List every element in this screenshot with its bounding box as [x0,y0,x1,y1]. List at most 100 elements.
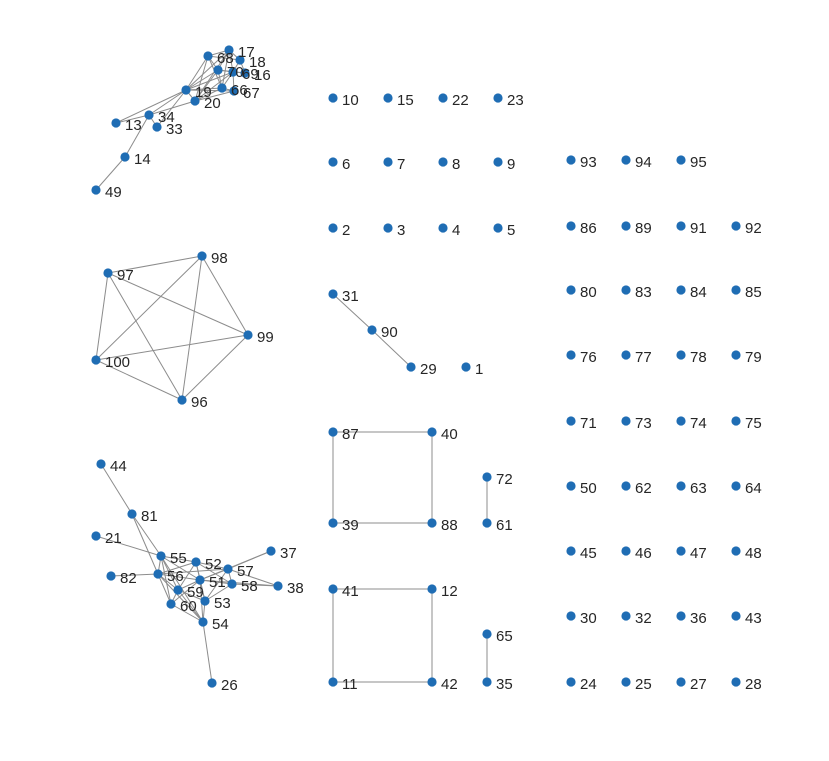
edge-56-54 [157,573,204,623]
edge-14-34 [124,114,150,158]
node-label-20: 20 [204,95,221,112]
edge-97-100 [95,272,109,361]
node-label-2: 2 [342,222,350,239]
node-41 [328,584,338,594]
node-layer [91,45,741,688]
node-63 [676,481,686,491]
node-label-23: 23 [507,92,524,109]
node-96 [177,395,187,405]
node-label-40: 40 [441,426,458,443]
node-label-37: 37 [280,545,297,562]
node-label-52: 52 [205,556,222,573]
node-16 [240,68,250,78]
node-29 [406,362,416,372]
node-49 [91,185,101,195]
node-87 [328,427,338,437]
edge-58-53 [204,583,233,602]
node-label-61: 61 [496,517,513,534]
node-61 [482,518,492,528]
node-70 [213,65,223,75]
edge-20-66 [194,87,223,102]
edge-56-60 [157,573,172,605]
node-79 [731,350,741,360]
node-label-96: 96 [191,394,208,411]
node-label-11: 11 [342,676,358,693]
node-label-64: 64 [745,480,762,497]
node-55 [156,551,166,561]
node-100 [91,355,101,365]
node-85 [731,285,741,295]
node-label-86: 86 [580,220,597,237]
node-66 [217,83,227,93]
node-48 [731,546,741,556]
node-42 [427,677,437,687]
node-71 [566,416,576,426]
node-label-54: 54 [212,616,229,633]
edge-20-69 [194,71,234,102]
edge-33-19 [156,89,187,128]
node-label-12: 12 [441,583,458,600]
node-34 [144,110,154,120]
node-84 [676,285,686,295]
node-label-50: 50 [580,480,597,497]
node-label-1: 1 [475,361,483,378]
node-82 [106,571,116,581]
node-label-34: 34 [158,109,175,126]
edge-44-81 [100,463,133,515]
node-label-43: 43 [745,610,762,627]
edge-52-57 [195,561,229,570]
node-33 [152,122,162,132]
node-label-49: 49 [105,184,122,201]
edge-99-96 [181,334,249,401]
node-label-8: 8 [452,156,460,173]
node-67 [229,86,239,96]
edge-56-51 [157,573,201,581]
node-97 [103,268,113,278]
node-72 [482,472,492,482]
node-label-7: 7 [397,156,405,173]
node-81 [127,509,137,519]
node-label-83: 83 [635,284,652,301]
node-label-89: 89 [635,220,652,237]
node-80 [566,285,576,295]
edge-55-51 [160,555,201,581]
node-24 [566,677,576,687]
node-label-63: 63 [690,480,707,497]
edge-59-53 [177,589,206,602]
node-12 [427,584,437,594]
node-77 [621,350,631,360]
node-44 [96,459,106,469]
edge-20-67 [194,90,235,102]
node-20 [190,96,200,106]
node-40 [427,427,437,437]
edge-97-96 [107,272,183,401]
node-label-85: 85 [745,284,762,301]
node-11 [328,677,338,687]
node-50 [566,481,576,491]
node-label-41: 41 [342,583,359,600]
node-39 [328,518,338,528]
node-label-84: 84 [690,284,707,301]
node-label-42: 42 [441,676,458,693]
node-label-65: 65 [496,628,513,645]
edge-82-56 [110,573,159,577]
edge-38-51 [199,579,279,587]
node-label-31: 31 [342,288,359,305]
node-label-93: 93 [580,154,597,171]
node-3 [383,223,393,233]
node-label-81: 81 [141,508,158,525]
node-label-22: 22 [452,92,469,109]
node-label-45: 45 [580,545,597,562]
node-58 [227,579,237,589]
node-label-28: 28 [745,676,762,693]
node-label-69: 69 [242,66,259,83]
node-label-15: 15 [397,92,414,109]
node-76 [566,350,576,360]
node-label-58: 58 [241,578,258,595]
node-37 [266,546,276,556]
edge-37-51 [199,550,272,581]
node-62 [621,481,631,491]
node-label-98: 98 [211,250,228,267]
edge-34-19 [148,89,187,116]
